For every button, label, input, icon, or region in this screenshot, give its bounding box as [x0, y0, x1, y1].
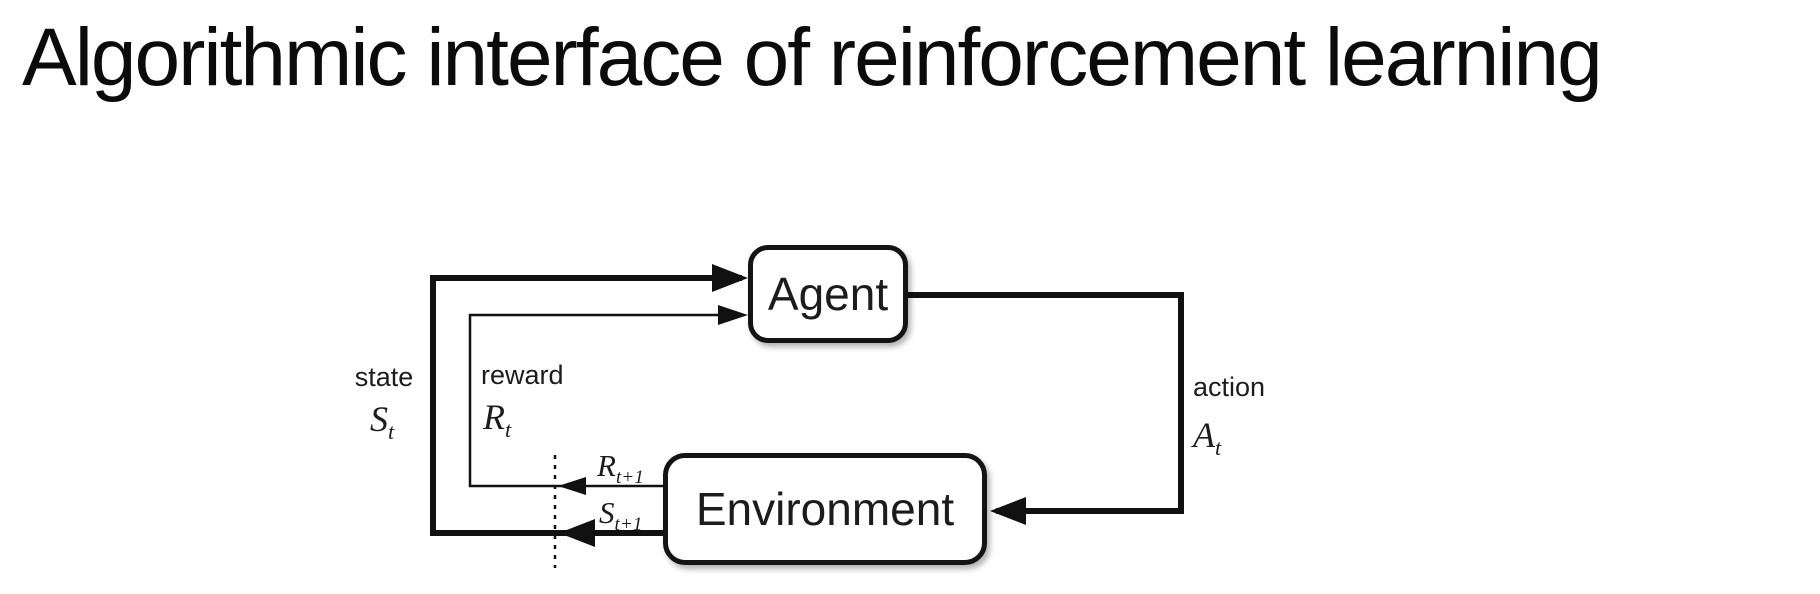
reward-symbol-base: R	[483, 397, 505, 437]
state-edge-label: state	[354, 362, 414, 392]
state-symbol: St	[370, 398, 394, 443]
reward-arrowhead-into-agent	[718, 305, 748, 325]
next-reward-symbol-base: R	[597, 448, 616, 483]
action-edge-label: action	[1193, 372, 1266, 402]
next-state-symbol-base: S	[599, 495, 615, 530]
state-line	[430, 275, 742, 536]
state-symbol-subscript: t	[388, 419, 395, 445]
agent-label: Agent	[767, 268, 889, 320]
reward-symbol: Rt	[483, 396, 511, 441]
state-symbol-base: S	[370, 399, 388, 439]
next-reward-symbol: Rt+1	[597, 448, 644, 487]
next-state-symbol-subscript: t+1	[614, 514, 643, 536]
environment-label: Environment	[695, 483, 955, 535]
action-line	[908, 292, 1184, 514]
action-arrowhead-into-environment	[990, 497, 1026, 525]
action-symbol-subscript: t	[1215, 435, 1222, 461]
environment-box: Environment	[663, 453, 987, 565]
next-reward-symbol-subscript: t+1	[615, 467, 644, 489]
state-arrowhead-into-agent	[712, 264, 748, 292]
reward-arrowhead-timestep	[558, 477, 586, 495]
slide-title: Algorithmic interface of reinforcement l…	[22, 12, 1603, 103]
action-symbol: At	[1193, 414, 1221, 459]
reward-symbol-subscript: t	[505, 417, 512, 443]
action-symbol-base: A	[1193, 415, 1215, 455]
state-arrowhead-timestep	[559, 519, 595, 547]
reward-edge-label: reward	[481, 360, 564, 390]
next-state-symbol: St+1	[599, 495, 642, 534]
agent-box: Agent	[748, 245, 908, 343]
